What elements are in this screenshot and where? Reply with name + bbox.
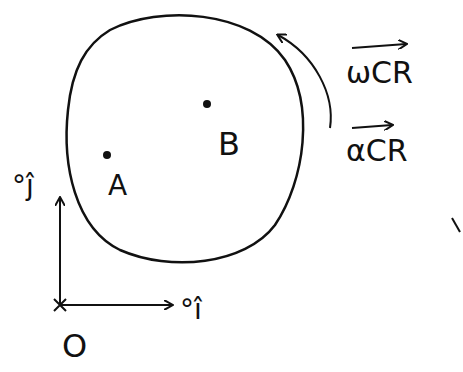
angular-velocity-label: ωCR xyxy=(346,58,413,88)
point-a xyxy=(103,151,111,159)
unit-vector-label: °î xyxy=(180,296,202,324)
point-label: A xyxy=(108,172,127,200)
vector-arrow xyxy=(352,125,392,128)
point-label: B xyxy=(218,128,240,160)
angular-acceleration-label: αCR xyxy=(346,136,408,166)
unit-vector-label: °ĵ xyxy=(12,172,34,200)
origin-mark xyxy=(54,299,66,311)
stroke-fragment xyxy=(452,218,460,232)
point-b xyxy=(203,100,211,108)
body-outline xyxy=(67,15,303,262)
vector-arrow xyxy=(352,44,406,48)
origin-label: O xyxy=(62,330,87,362)
j-axis xyxy=(59,198,61,305)
rotation-arrow xyxy=(278,35,331,128)
i-axis xyxy=(60,304,172,306)
